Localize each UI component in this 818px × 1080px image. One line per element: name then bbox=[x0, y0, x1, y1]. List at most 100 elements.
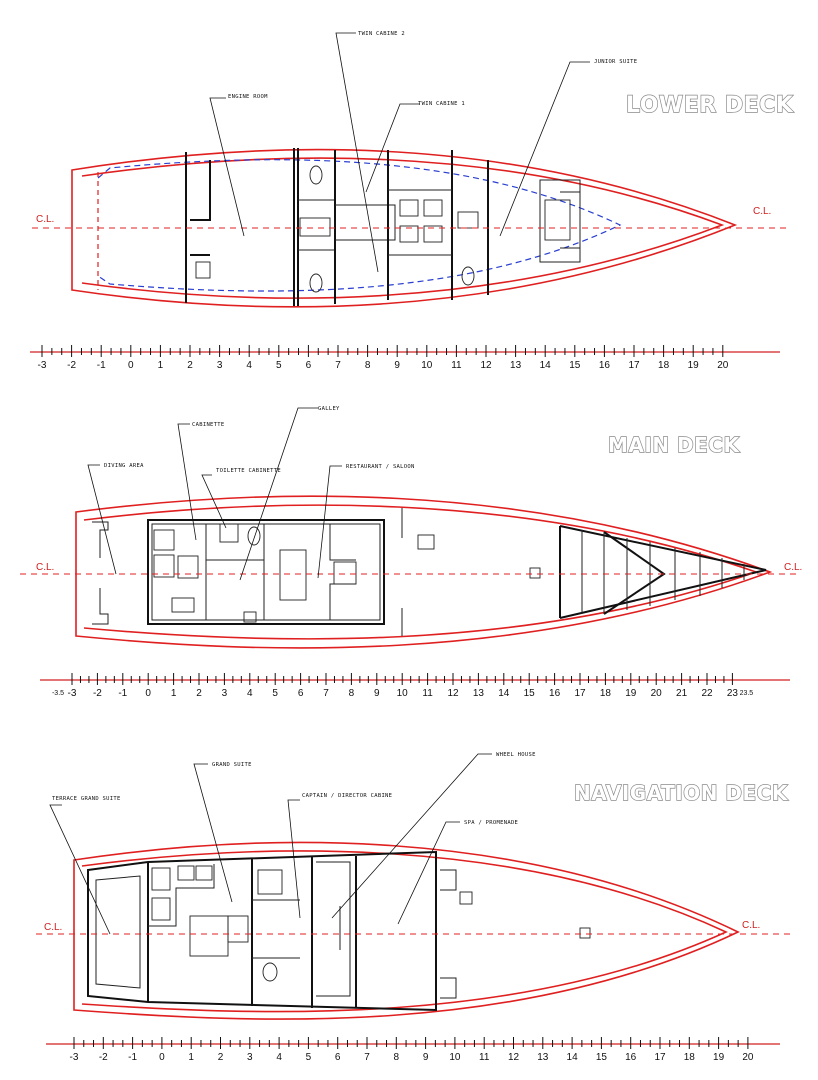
scale-tick-label: -1 bbox=[97, 360, 106, 371]
scale-tick-label: 14 bbox=[498, 688, 510, 699]
grand-suite-label: GRAND SUITE bbox=[212, 762, 252, 768]
scale-tick-label: 15 bbox=[524, 688, 536, 699]
lower-deck-cl-left: C.L. bbox=[36, 214, 54, 225]
scale-tick-label: 16 bbox=[625, 1052, 637, 1063]
scale-tick-label: 21 bbox=[676, 688, 688, 699]
scale-tick-label: 2 bbox=[187, 360, 193, 371]
restaurant-saloon-leader bbox=[317, 465, 342, 579]
main-deck-superstructure bbox=[147, 508, 435, 636]
scale-tick-label: 4 bbox=[276, 1052, 282, 1063]
cabinette-leader bbox=[177, 423, 197, 541]
navigation-deck-cl-right: C.L. bbox=[742, 920, 760, 931]
scale-tick-label: 13 bbox=[510, 360, 522, 371]
wheel-house-leader bbox=[331, 753, 492, 919]
junior-suite-label: JUNIOR SUITE bbox=[594, 59, 637, 65]
scale-tick-label: 9 bbox=[394, 360, 400, 371]
main-deck-hull-inner bbox=[83, 504, 759, 640]
navigation-deck: NAVIGATION DECK C.L. bbox=[36, 752, 790, 1020]
captain-director-cabine-label: CAPTAIN / DIRECTOR CABINE bbox=[302, 793, 392, 799]
scale-tick-label: 5 bbox=[306, 1052, 312, 1063]
scale-tick-label: 2 bbox=[196, 688, 202, 699]
scale-tick-label: -1 bbox=[128, 1052, 137, 1063]
scale-tick-label: 6 bbox=[335, 1052, 341, 1063]
captain-director-cabine-leader bbox=[287, 799, 301, 919]
scale-tick-label: 14 bbox=[567, 1052, 579, 1063]
scale-tick-label: 15 bbox=[596, 1052, 608, 1063]
scale-tick-label: 0 bbox=[128, 360, 134, 371]
lower-deck-hull-inner bbox=[81, 157, 725, 299]
scale-tick-label: 18 bbox=[600, 688, 612, 699]
scale-tick-label: 12 bbox=[480, 360, 492, 371]
scale-tick-label: 7 bbox=[335, 360, 341, 371]
scale-tick-label: 20 bbox=[742, 1052, 754, 1063]
main-deck-cl-left: C.L. bbox=[36, 562, 54, 573]
scale-tick-label: -3 bbox=[68, 688, 77, 699]
twin-cabine-2-leader bbox=[335, 32, 379, 273]
scale-tick-label: 16 bbox=[599, 360, 611, 371]
scale-end-label-right: 23.5 bbox=[740, 690, 754, 697]
main-deck: MAIN DECK bbox=[20, 406, 802, 649]
scale-tick-label: 1 bbox=[188, 1052, 194, 1063]
twin-cabine-2-label: TWIN CABINE 2 bbox=[358, 31, 405, 37]
engine-room-leader bbox=[209, 97, 245, 237]
scale-tick-label: 9 bbox=[374, 688, 380, 699]
scale-tick-label: 3 bbox=[247, 1052, 253, 1063]
twin-cabine-1-label: TWIN CABINE 1 bbox=[418, 101, 465, 107]
scale-tick-label: 6 bbox=[298, 688, 304, 699]
scale-tick-label: -2 bbox=[93, 688, 102, 699]
navigation-deck-cl-left: C.L. bbox=[44, 922, 62, 933]
scale-tick-label: 7 bbox=[364, 1052, 370, 1063]
main-deck-title: MAIN DECK bbox=[608, 433, 740, 457]
scale-tick-label: 17 bbox=[574, 688, 586, 699]
twin-cabine-1-leader bbox=[365, 103, 420, 193]
toilette-cabinette-leader bbox=[201, 474, 227, 529]
galley-leader bbox=[239, 407, 318, 581]
scale-tick-label: 9 bbox=[423, 1052, 429, 1063]
navigation-deck-hull-inner bbox=[81, 850, 728, 1013]
spa-promenade-label: SPA / PROMENADE bbox=[464, 820, 518, 826]
lower-deck-title: LOWER DECK bbox=[626, 93, 794, 118]
grand-suite-leader bbox=[193, 763, 233, 903]
diving-area-leader bbox=[87, 464, 117, 575]
scale-tick-label: 5 bbox=[272, 688, 278, 699]
scale-tick-label: 22 bbox=[701, 688, 713, 699]
scale-tick-label: 11 bbox=[422, 688, 433, 699]
scale-tick-label: -1 bbox=[118, 688, 127, 699]
scale-tick-label: 11 bbox=[479, 1052, 490, 1063]
navigation-deck-hull-outline bbox=[73, 841, 740, 1020]
scale-tick-label: 8 bbox=[365, 360, 371, 371]
scale-tick-label: 4 bbox=[246, 360, 252, 371]
navigation-deck-title: NAVIGATION DECK bbox=[574, 781, 789, 805]
scale-tick-label: 1 bbox=[171, 688, 177, 699]
scale-tick-label: 6 bbox=[306, 360, 312, 371]
scale-tick-label: 0 bbox=[145, 688, 151, 699]
main-deck-bow-rigging bbox=[529, 525, 767, 619]
scale-tick-label: 0 bbox=[159, 1052, 165, 1063]
terrace-grand-suite-label: TERRACE GRAND SUITE bbox=[52, 796, 121, 802]
terrace-grand-suite-leader bbox=[49, 804, 111, 935]
lower-deck-bulkheads bbox=[185, 148, 581, 306]
lower-deck-cl-right: C.L. bbox=[753, 206, 771, 217]
scale-tick-label: -2 bbox=[67, 360, 76, 371]
restaurant-saloon-label: RESTAURANT / SALOON bbox=[346, 464, 415, 470]
lower-deck: LOWER DECK bbox=[32, 31, 794, 308]
scale-tick-label: 12 bbox=[508, 1052, 520, 1063]
scale-tick-label: -3 bbox=[38, 360, 47, 371]
scale-tick-label: 5 bbox=[276, 360, 282, 371]
junior-suite-leader bbox=[499, 61, 590, 237]
scale-tick-label: 8 bbox=[394, 1052, 400, 1063]
engine-room-label-text: ENGINE ROOM bbox=[228, 94, 268, 100]
lower-deck-hull-outline bbox=[71, 148, 738, 308]
scale-tick-label: 13 bbox=[537, 1052, 549, 1063]
scale-tick-label: -2 bbox=[99, 1052, 108, 1063]
scale-end-label-left: -3.5 bbox=[52, 690, 64, 697]
galley-label: GALLEY bbox=[318, 406, 340, 412]
scale-tick-label: 12 bbox=[447, 688, 459, 699]
diving-area-structure bbox=[92, 521, 109, 625]
scale-tick-label: 11 bbox=[451, 360, 462, 371]
scale-tick-label: 10 bbox=[421, 360, 433, 371]
